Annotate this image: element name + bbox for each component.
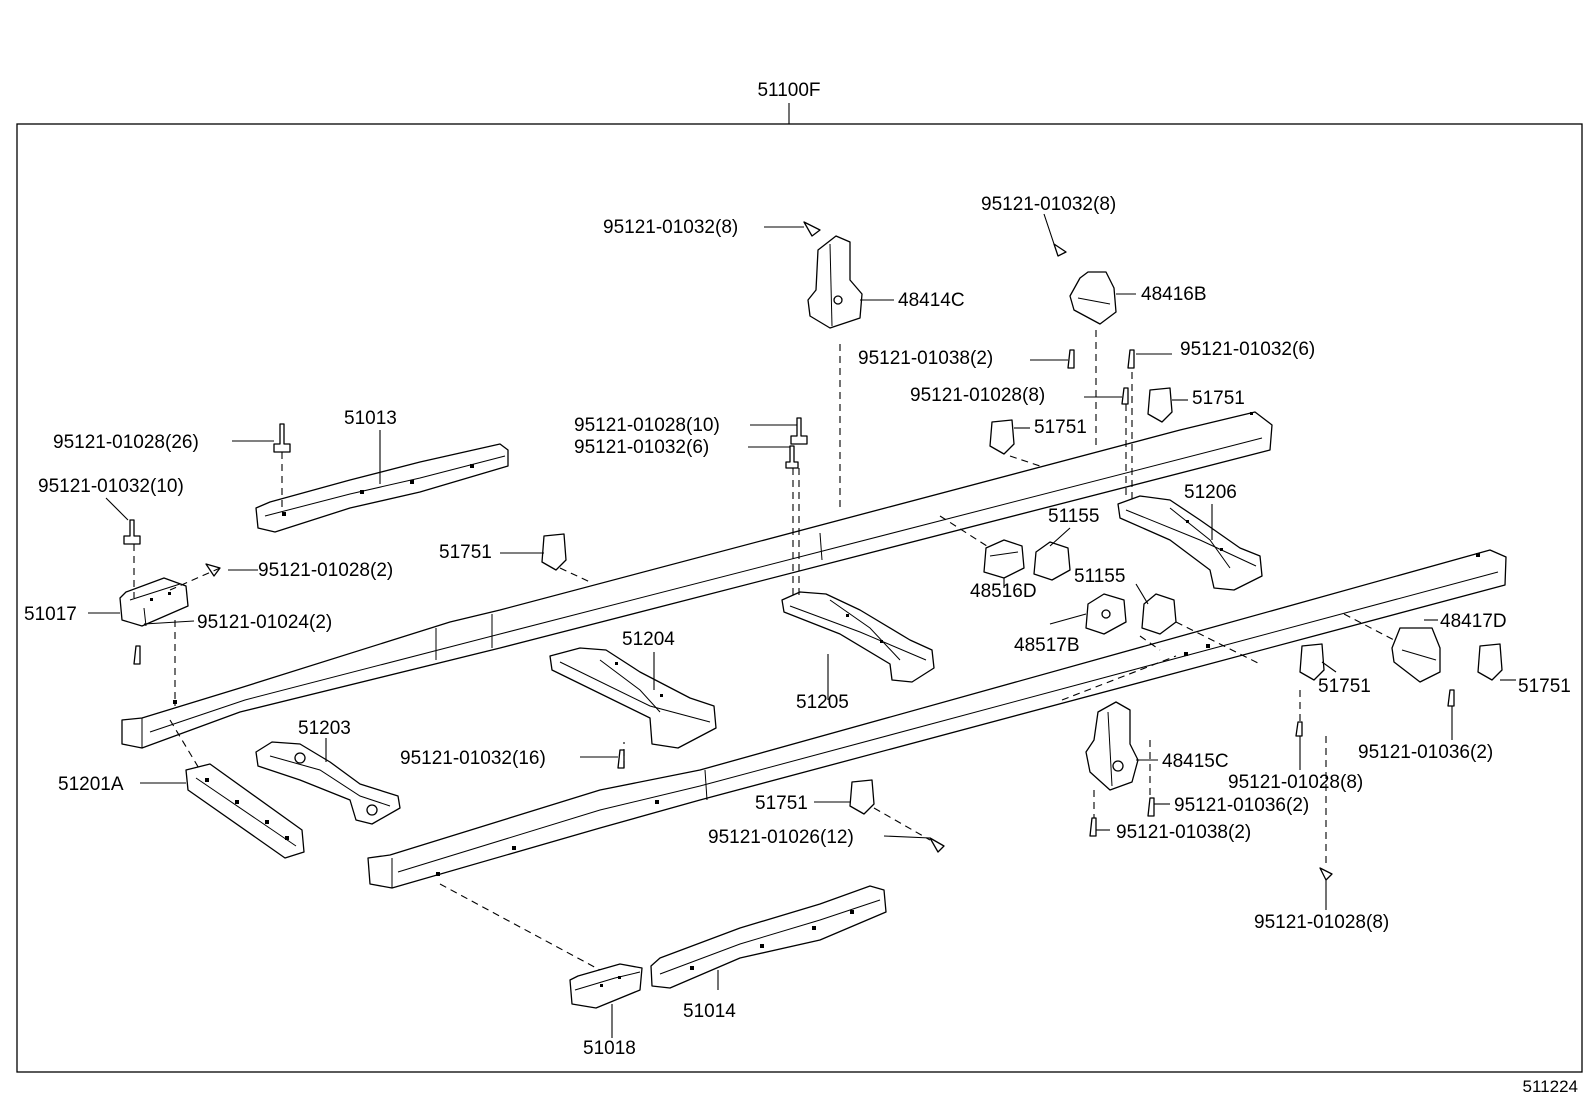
label-51014: 51014 [683,1001,736,1022]
label-48517B: 48517B [1014,635,1080,656]
part-51014 [650,885,887,989]
part-51018 [569,963,643,1009]
label-51204: 51204 [622,629,675,650]
label-51206: 51206 [1184,482,1237,503]
label-95121-01032-8-b: 95121-01032(8) [981,194,1116,215]
label-95121-01028-8-b: 95121-01028(8) [1228,772,1363,793]
label-51018: 51018 [583,1038,636,1059]
label-51201A: 51201A [58,774,124,795]
part-48516D [983,539,1025,579]
label-51013: 51013 [344,408,397,429]
label-51751-a: 51751 [1192,388,1245,409]
part-51204 [549,647,717,749]
label-95121-01028-8-a: 95121-01028(8) [910,385,1045,406]
label-51751-b: 51751 [1034,417,1087,438]
label-95121-01028-26: 95121-01028(26) [53,432,199,453]
part-48414C [807,235,863,329]
label-48416B: 48416B [1141,284,1207,305]
label-95121-01028-2: 95121-01028(2) [258,560,393,581]
label-51751-d: 51751 [1318,676,1371,697]
label-51155-a: 51155 [1048,506,1099,527]
part-51206 [1117,495,1263,591]
part-51017 [119,577,189,627]
part-51203 [255,741,401,825]
label-95121-01032-10: 95121-01032(10) [38,476,184,497]
label-48415C: 48415C [1162,751,1229,772]
part-48415C [1085,701,1139,791]
label-51751-e: 51751 [1518,676,1571,697]
label-95121-01038-2-b: 95121-01038(2) [1116,822,1251,843]
label-51155-b: 51155 [1074,566,1125,587]
part-51205 [781,591,935,683]
label-51203: 51203 [298,718,351,739]
part-51751-brackets [541,387,1503,815]
label-95121-01038-2-a: 95121-01038(2) [858,348,993,369]
leader-lines [88,213,1516,1038]
label-95121-01036-2-b: 95121-01036(2) [1174,795,1309,816]
assembly-outline [16,103,1583,1073]
part-51013 [255,443,509,533]
part-48517B [1085,593,1127,635]
bolt-icons [123,221,1455,881]
label-95121-01032-16: 95121-01032(16) [400,748,546,769]
label-51017: 51017 [24,604,77,625]
label-48417D: 48417D [1440,611,1507,632]
label-95121-01032-8-a: 95121-01032(8) [603,217,738,238]
label-51205: 51205 [796,692,849,713]
label-95121-01032-6-b: 95121-01032(6) [574,437,709,458]
diagram-code: 511224 [1523,1077,1578,1096]
label-51751-c: 51751 [439,542,492,563]
callout-labels: 95121-01032(8) 95121-01032(8) 48414C 484… [24,194,1571,1059]
assembly-label: 51100F [757,80,820,101]
part-51155-lower [1141,593,1177,635]
right-side-rail [367,549,1507,889]
label-95121-01028-10: 95121-01028(10) [574,415,720,436]
part-48416B [1069,271,1117,325]
label-95121-01036-2-a: 95121-01036(2) [1358,742,1493,763]
label-95121-01024-2: 95121-01024(2) [197,612,332,633]
part-51155-upper [1033,541,1071,581]
label-95121-01032-6-a: 95121-01032(6) [1180,339,1315,360]
label-51751-f: 51751 [755,793,808,814]
left-side-rail [121,411,1273,749]
assembly-dashed-lines [133,330,1395,971]
label-95121-01026-12: 95121-01026(12) [708,827,854,848]
label-48414C: 48414C [898,290,965,311]
part-51201A [185,763,305,859]
part-48417D [1391,627,1441,683]
label-48516D: 48516D [970,581,1037,602]
label-95121-01028-8-c: 95121-01028(8) [1254,912,1389,933]
